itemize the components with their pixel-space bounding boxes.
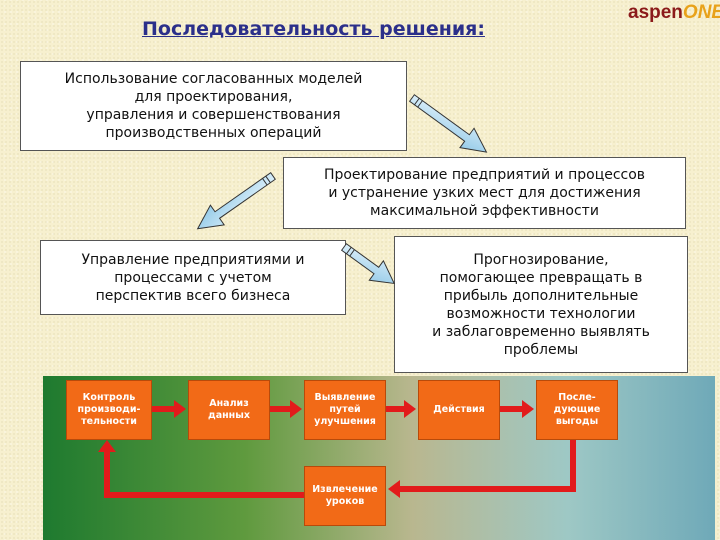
- step-box-manage-enterprises-text: Управление предприятиями и процессами с …: [81, 251, 305, 304]
- logo-text-aspen: aspen: [628, 2, 683, 23]
- flow-node-improvement-paths-label: Выявление путей улучшения: [314, 392, 376, 427]
- flow-node-performance-control-label: Контроль производи- тельности: [77, 392, 141, 427]
- flow-node-performance-control: Контроль производи- тельности: [66, 380, 152, 440]
- step-box-consistent-models: Использование согласованных моделей для …: [20, 61, 407, 151]
- flow-node-improvement-paths: Выявление путей улучшения: [304, 380, 386, 440]
- red-flow-arrow-icon: [98, 440, 304, 498]
- page-title: Последовательность решения:: [142, 18, 485, 40]
- red-flow-arrow-icon: [388, 440, 576, 498]
- flow-node-lessons-learned: Извлечение уроков: [304, 466, 386, 526]
- aspenone-logo: aspenONE: [628, 2, 720, 24]
- logo-text-one: ONE: [682, 2, 720, 23]
- red-flow-arrow-icon: [152, 400, 186, 418]
- red-flow-arrow-icon: [270, 400, 302, 418]
- step-box-consistent-models-text: Использование согласованных моделей для …: [64, 71, 363, 141]
- flow-node-actions-label: Действия: [433, 404, 485, 415]
- step-box-design-enterprises: Проектирование предприятий и процессов и…: [283, 157, 686, 229]
- flow-node-lessons-learned-label: Извлечение уроков: [312, 484, 378, 507]
- flow-node-actions: Действия: [418, 380, 500, 440]
- diagonal-arrow-icon: [408, 94, 488, 153]
- step-box-design-enterprises-text: Проектирование предприятий и процессов и…: [323, 167, 646, 219]
- flow-node-subsequent-benefits-label: После- дующие выгоды: [553, 392, 601, 427]
- flow-node-data-analysis: Анализ данных: [188, 380, 270, 440]
- diagonal-arrow-icon: [196, 172, 276, 230]
- red-flow-arrow-icon: [500, 400, 534, 418]
- diagonal-arrow-icon: [340, 243, 396, 285]
- step-box-manage-enterprises: Управление предприятиями и процессами с …: [40, 240, 346, 315]
- flow-node-data-analysis-label: Анализ данных: [208, 398, 250, 421]
- flow-node-subsequent-benefits: После- дующие выгоды: [536, 380, 618, 440]
- step-box-forecasting: Прогнозирование, помогающее превращать в…: [394, 236, 688, 373]
- step-box-forecasting-text: Прогнозирование, помогающее превращать в…: [432, 251, 650, 358]
- red-flow-arrow-icon: [386, 400, 416, 418]
